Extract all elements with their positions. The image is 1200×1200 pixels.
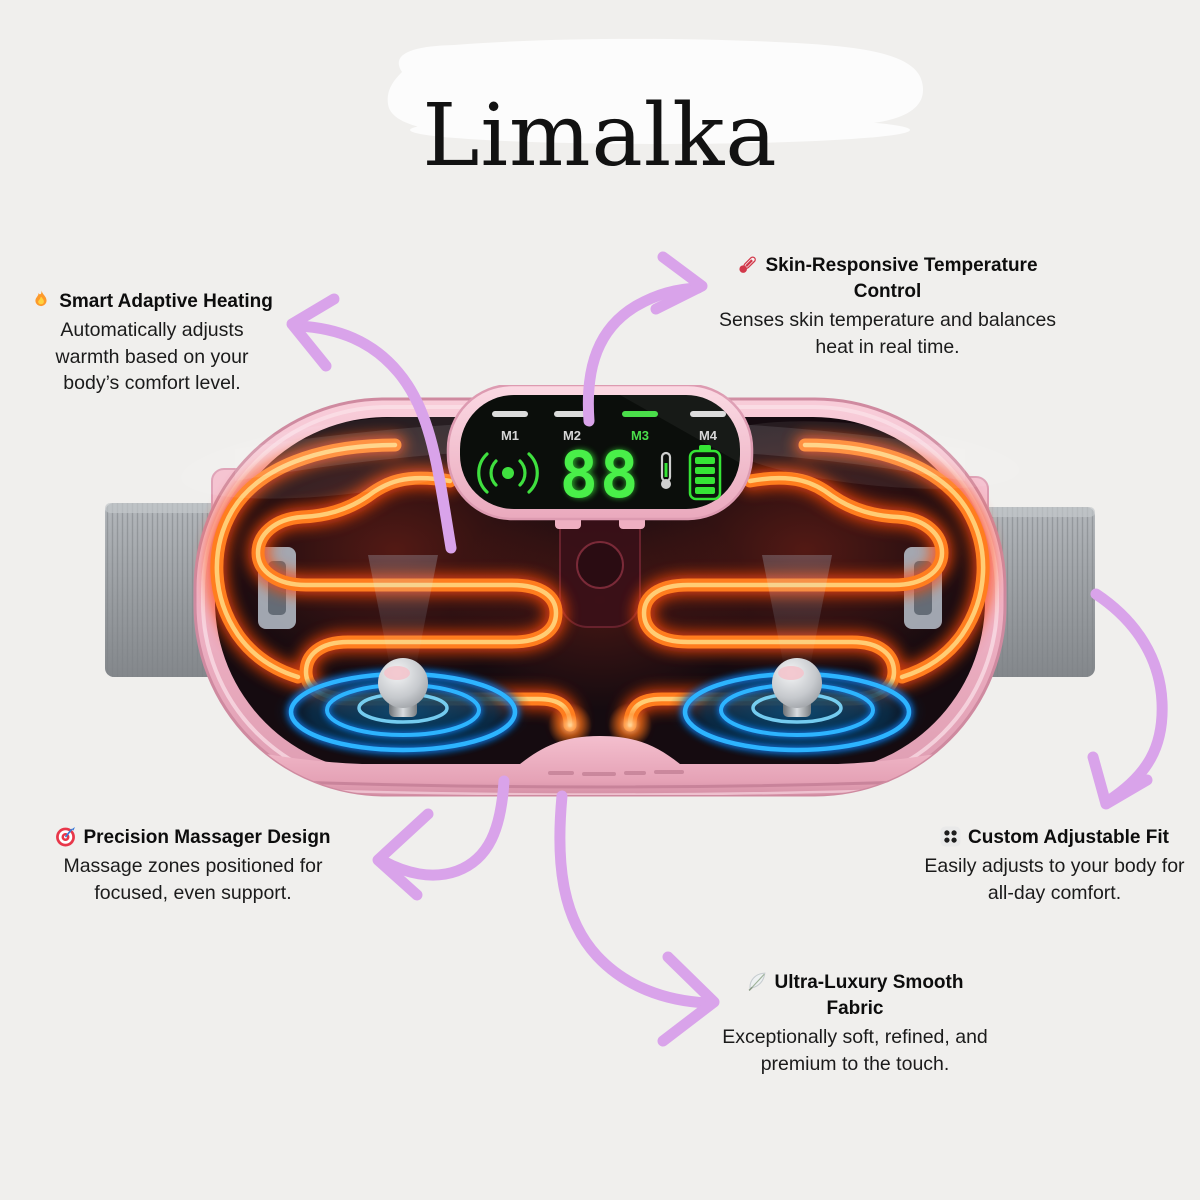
svg-text:88: 88 <box>561 439 638 513</box>
feature-temperature: Skin-Responsive Temperature Control Sens… <box>690 253 1085 360</box>
feature-massager: Precision Massager Design Massage zones … <box>28 825 358 906</box>
feature-heating: Smart Adaptive Heating Automatically adj… <box>18 289 286 397</box>
display-mode-m4: M4 <box>699 428 718 443</box>
fire-icon <box>35 290 47 307</box>
feature-fabric-title: Ultra-Luxury Smooth Fabric <box>725 970 985 1022</box>
display-mode-m2: M2 <box>563 428 581 443</box>
title-brush-highlight <box>387 38 924 144</box>
feature-temperature-title: Skin-Responsive Temperature Control <box>708 253 1068 305</box>
target-icon <box>56 827 76 847</box>
feature-fit-description: Easily adjusts to your body for all-day … <box>924 855 1185 904</box>
svg-text:88: 88 <box>559 439 640 513</box>
thermometer-status-icon <box>660 451 672 489</box>
thermometer-icon <box>739 256 757 273</box>
display-mode-m1: M1 <box>501 428 519 443</box>
feature-fabric: Ultra-Luxury Smooth Fabric Exceptionally… <box>705 970 1005 1077</box>
feature-heating-title: Smart Adaptive Heating <box>18 289 286 315</box>
left-massage-zone <box>273 555 533 762</box>
device-display: M1 M2 M3 M4 88 88 <box>446 385 754 529</box>
feature-temperature-description: Senses skin temperature and balances hea… <box>718 309 1057 358</box>
product-illustration: M1 M2 M3 M4 88 88 <box>105 385 1095 797</box>
feature-fit: Custom Adjustable Fit Easily adjusts to … <box>912 825 1197 906</box>
right-massage-zone <box>667 555 927 762</box>
brand-title: Limalka <box>422 86 778 186</box>
four-dots-icon <box>940 826 961 847</box>
display-mode-m3-active: M3 <box>631 428 649 443</box>
vibration-wave-icon <box>477 452 539 494</box>
feature-massager-title: Precision Massager Design <box>28 825 358 851</box>
arrow-to-fabric <box>554 790 720 1047</box>
display-value: 88 88 <box>559 439 640 513</box>
feature-heating-description: Automatically adjusts warmth based on yo… <box>55 319 249 394</box>
arrow-to-fit <box>1087 588 1168 810</box>
battery-icon <box>688 445 722 501</box>
feather-icon <box>748 972 765 991</box>
feature-fabric-description: Exceptionally soft, refined, and premium… <box>722 1026 988 1075</box>
feature-massager-description: Massage zones positioned for focused, ev… <box>63 855 323 904</box>
feature-fit-title: Custom Adjustable Fit <box>912 825 1197 851</box>
